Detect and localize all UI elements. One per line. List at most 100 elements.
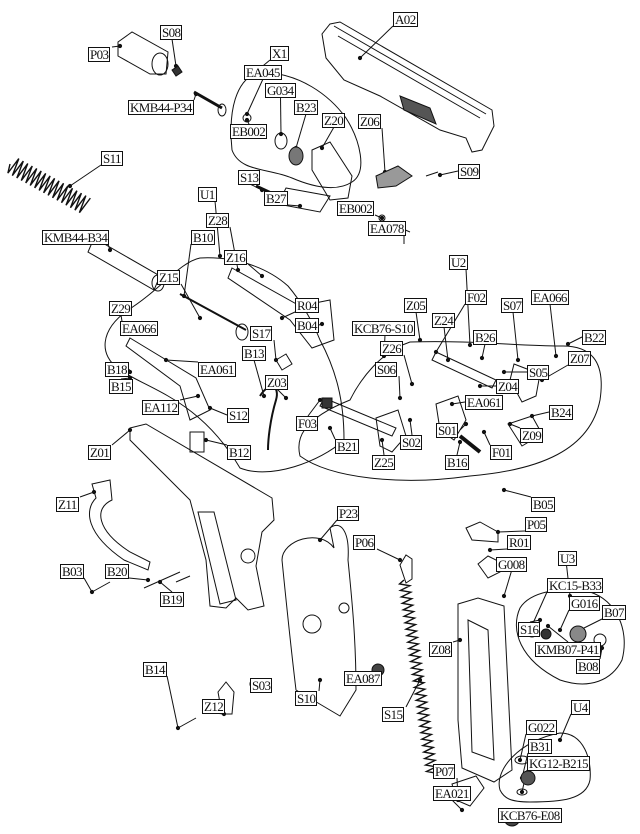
part-label-s15: S15 [382, 707, 405, 722]
part-label-b23: B23 [294, 100, 318, 115]
part-label-ea021: EA021 [433, 786, 471, 801]
group-outline-u4 [498, 732, 591, 803]
group-outline-u1 [104, 257, 345, 473]
leader-arrow-icon [487, 547, 493, 553]
leader-line [483, 431, 491, 446]
part-label-g016: G016 [569, 596, 600, 611]
leader-arrow-icon [457, 637, 463, 643]
leader-arrow-icon [317, 397, 323, 403]
part-label-s13: S13 [238, 170, 261, 185]
part-label-z16: Z16 [224, 250, 248, 265]
guide-rod-part [87, 237, 165, 292]
leader-line [209, 407, 228, 416]
leader-arrow-icon [67, 183, 73, 189]
part-label-z20: Z20 [322, 113, 346, 128]
leader-line [159, 581, 173, 593]
recoil-spring-part [7, 158, 91, 214]
leader-arrow-icon [501, 487, 507, 493]
leader-arrow-icon [145, 577, 151, 583]
part-label-b31: B31 [528, 739, 552, 754]
leader-arrow-icon [537, 617, 543, 623]
trigger-guard-part [89, 479, 151, 571]
part-label-ea045: EA045 [244, 65, 282, 80]
leader-arrow-icon [501, 593, 507, 599]
part-label-u2: U2 [449, 255, 468, 270]
leader-line [214, 200, 221, 257]
part-label-z01: Z01 [88, 445, 112, 460]
leader-arrow-icon [481, 429, 487, 435]
leader-lines [67, 25, 605, 823]
part-label-z03: Z03 [265, 375, 289, 390]
part-label-b03: B03 [60, 564, 84, 579]
leader-arrow-icon [297, 203, 303, 209]
leader-line [246, 78, 264, 115]
part-label-p05: P05 [525, 517, 548, 532]
leader-line [549, 303, 557, 357]
part-label-kcb76-e08: KCB76-E08 [498, 808, 562, 823]
part-label-s05: S05 [527, 365, 550, 380]
part-label-ea066: EA066 [120, 321, 158, 336]
leader-line [281, 311, 296, 319]
leader-line [253, 359, 265, 397]
part-label-s09: S09 [458, 164, 481, 179]
leader-line [503, 489, 532, 498]
part-label-r04: R04 [295, 298, 319, 313]
leader-arrow-icon [409, 381, 415, 387]
leader-arrow-icon [117, 43, 123, 49]
part-label-b16: B16 [445, 455, 469, 470]
part-label-b04: B04 [295, 318, 319, 333]
leader-arrow-icon [261, 393, 267, 399]
part-label-p03: P03 [88, 47, 111, 62]
part-label-s07: S07 [501, 298, 524, 313]
part-label-b18: B18 [105, 362, 129, 377]
nozzle-part [117, 31, 227, 117]
leader-arrow-icon [437, 172, 443, 178]
leader-arrow-icon [283, 395, 289, 401]
leader-line [111, 429, 131, 446]
leader-arrow-icon [195, 393, 201, 399]
part-label-z26: Z26 [380, 341, 404, 356]
leader-line [443, 326, 449, 361]
leader-arrow-icon [319, 321, 325, 327]
leader-arrow-icon [519, 789, 525, 795]
z06-part [375, 165, 439, 189]
leader-arrow-icon [517, 757, 523, 763]
leader-arrow-icon [407, 417, 413, 423]
leader-line [497, 530, 526, 533]
part-label-kmb44-p34: KMB44-P34 [128, 100, 194, 115]
leader-line [489, 548, 508, 551]
leader-arrow-icon [557, 627, 563, 633]
leader-line [295, 113, 307, 149]
part-label-u4: U4 [571, 700, 590, 715]
part-label-g008: G008 [496, 557, 527, 572]
leader-line [547, 625, 569, 643]
part-label-b15: B15 [109, 379, 133, 394]
leader-arrow-icon [279, 315, 285, 321]
leader-line [171, 38, 177, 67]
part-label-s08: S08 [160, 25, 183, 40]
leader-line [409, 419, 413, 436]
part-label-b13: B13 [242, 346, 266, 361]
leader-arrow-icon [467, 342, 473, 348]
part-label-b21: B21 [335, 439, 359, 454]
leader-line [481, 343, 486, 359]
leader-line [359, 25, 394, 59]
leader-line [183, 243, 192, 297]
leader-arrow-icon [397, 395, 403, 401]
leader-line [180, 283, 201, 319]
leader-arrow-icon [217, 253, 223, 259]
leader-arrow-icon [397, 557, 403, 563]
part-label-b08: B08 [576, 659, 600, 674]
leader-arrow-icon [479, 355, 485, 361]
part-label-ea112: EA112 [142, 400, 180, 415]
part-label-s16: S16 [518, 622, 541, 637]
part-label-z08: Z08 [429, 642, 453, 657]
leader-arrow-icon [449, 401, 455, 407]
leader-line [503, 570, 512, 597]
part-label-u3: U3 [558, 551, 577, 566]
leader-line [128, 577, 149, 581]
magazine-part [457, 521, 513, 783]
leader-line [165, 359, 199, 363]
